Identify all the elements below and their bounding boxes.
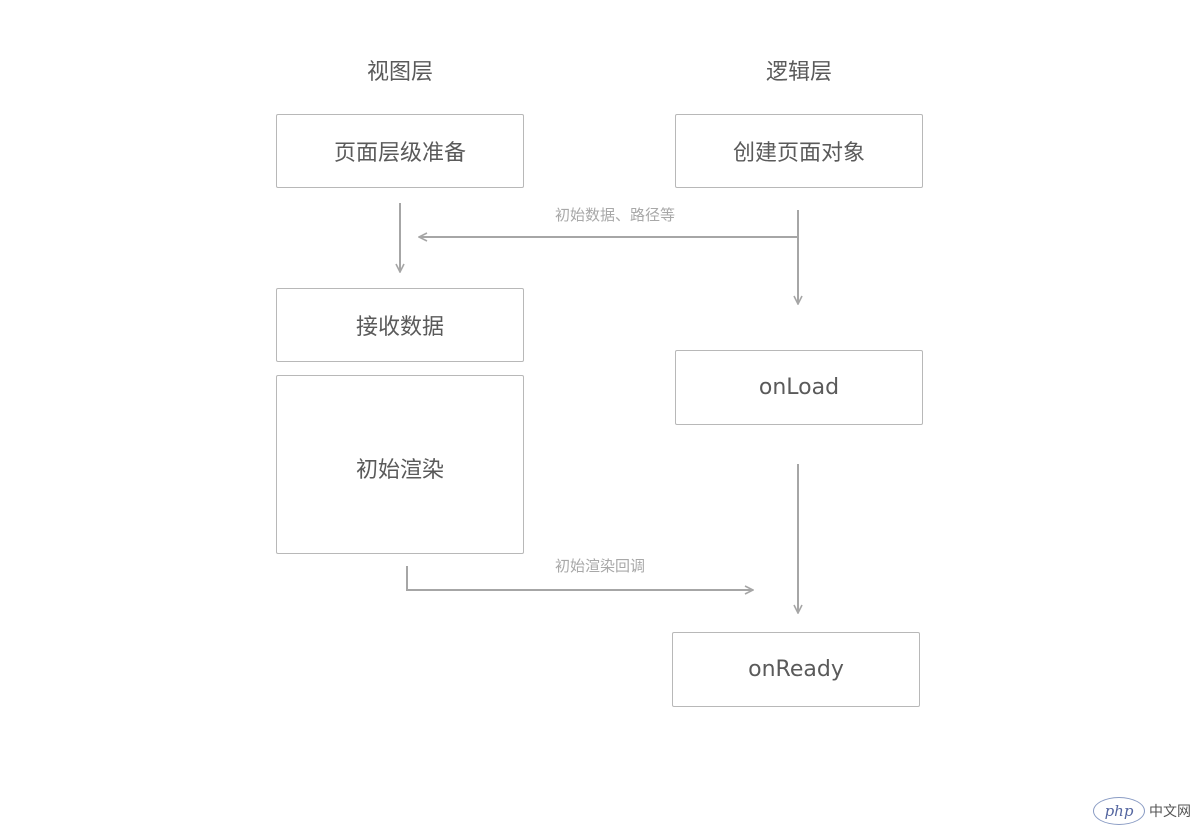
node-onready-label: onReady [748, 657, 844, 682]
node-initial-render: 初始渲染 [276, 375, 524, 554]
node-create-page: 创建页面对象 [675, 114, 923, 188]
node-initial-render-label: 初始渲染 [355, 458, 444, 483]
watermark-text: 中文网 [1149, 804, 1191, 820]
node-onload: onLoad [675, 350, 923, 425]
arrow-render-callback [406, 566, 753, 590]
node-receive-data: 接收数据 [276, 288, 524, 362]
node-create-page-label: 创建页面对象 [732, 141, 865, 166]
logic-layer-title: 逻辑层 [765, 60, 832, 85]
edge-label-init-data: 初始数据、路径等 [555, 206, 676, 224]
watermark: php 中文网 [1093, 797, 1191, 825]
node-receive-data-label: 接收数据 [355, 315, 444, 340]
node-page-prepare-label: 页面层级准备 [333, 141, 466, 166]
edge-label-render-callback: 初始渲染回调 [555, 557, 646, 575]
node-page-prepare: 页面层级准备 [276, 114, 524, 188]
node-onready: onReady [672, 632, 920, 707]
php-logo: php [1093, 797, 1145, 825]
node-onload-label: onLoad [758, 375, 840, 400]
view-layer-title: 视图层 [366, 60, 433, 85]
